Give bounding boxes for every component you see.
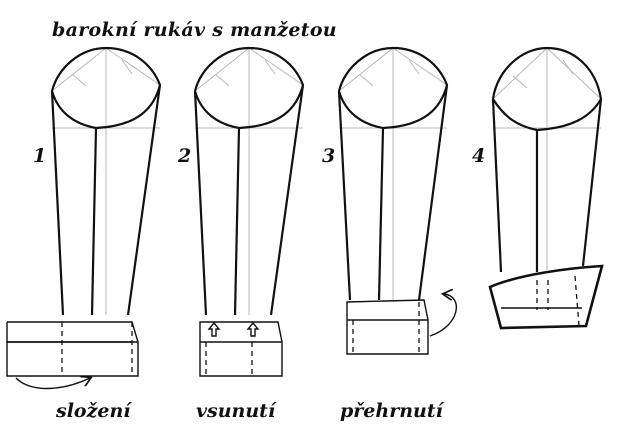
sleeve-1-cuff <box>6 321 139 377</box>
sleeve-1-outline <box>50 46 162 316</box>
sleeve-3-outline <box>337 46 449 301</box>
step-1-caption: složení <box>56 400 131 422</box>
step-3-caption: přehrnutí <box>340 400 443 422</box>
sleeve-step-4 <box>488 46 604 330</box>
sleeve-step-2 <box>193 46 305 377</box>
sleeve-2-cuff <box>199 321 283 377</box>
sleeve-2-outline <box>193 46 305 316</box>
sleeve-4-outline <box>491 46 603 273</box>
sleeve-4-construction-lines <box>492 47 602 270</box>
push-up-arrow-icon <box>207 321 221 337</box>
sleeve-step-3 <box>337 46 458 355</box>
step-2-number: 2 <box>178 145 192 167</box>
step-1-number: 1 <box>33 145 47 167</box>
sleeve-3-construction-lines <box>338 47 448 300</box>
sleeve-4-cuff <box>488 264 604 330</box>
push-up-arrow-icon <box>246 321 260 337</box>
sleeve-step-1 <box>6 46 162 390</box>
turn-up-arrow <box>429 294 458 337</box>
diagram-title: barokní rukáv s manžetou <box>52 19 337 41</box>
fold-arrow <box>15 378 90 390</box>
step-4-number: 4 <box>472 145 486 167</box>
sleeve-3-cuff <box>346 299 429 355</box>
sleeve-2-construction-lines <box>194 47 304 315</box>
step-3-number: 3 <box>322 145 336 167</box>
sleeve-1-construction-lines <box>51 47 161 315</box>
step-2-caption: vsunutí <box>196 400 276 422</box>
